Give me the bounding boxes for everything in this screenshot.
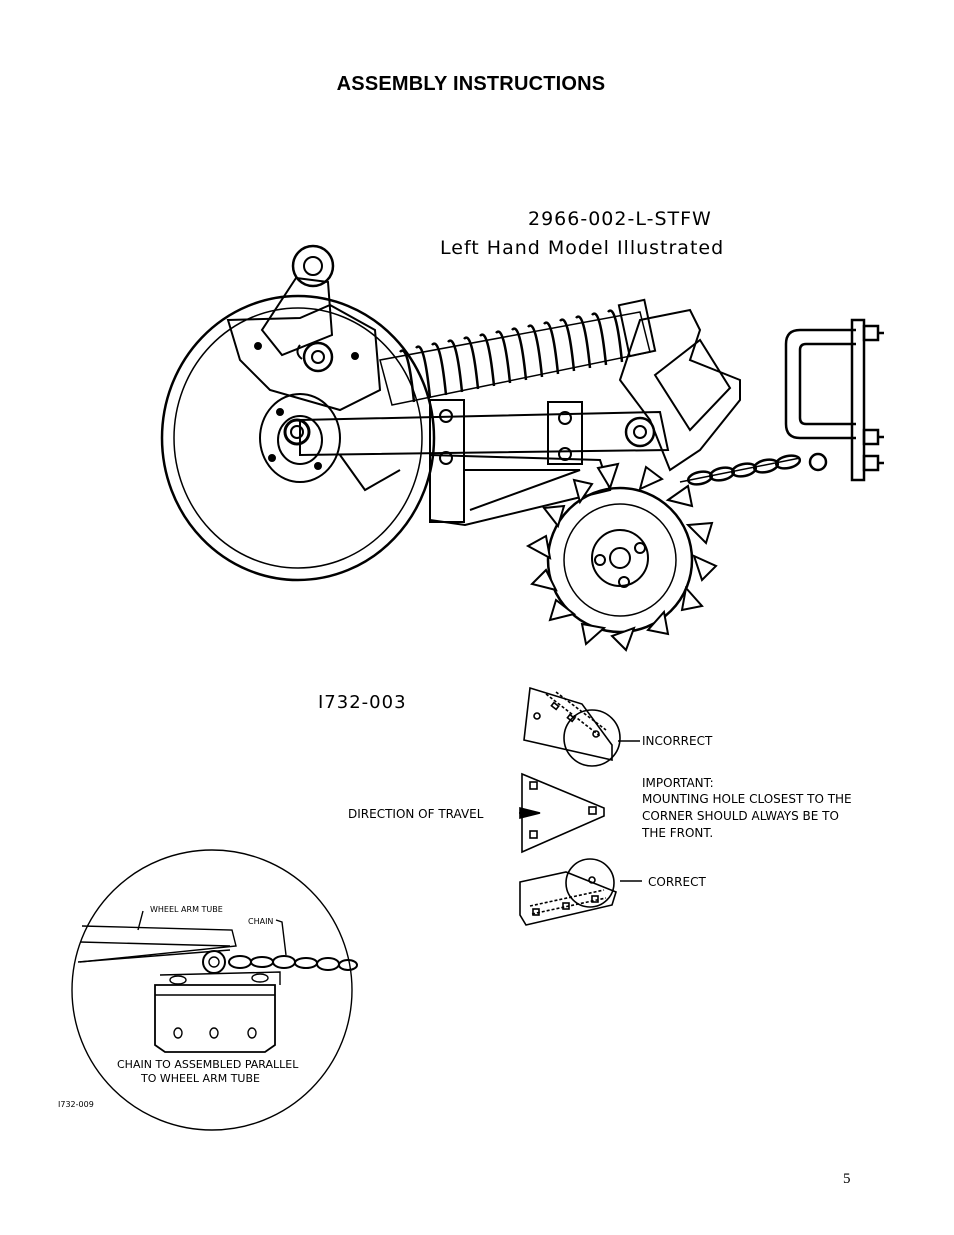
main-frame bbox=[299, 308, 741, 527]
important-line-1: MOUNTING HOLE CLOSEST TO THE bbox=[642, 792, 852, 806]
detail-note-line-2: TO WHEEL ARM TUBE bbox=[140, 1072, 260, 1085]
drawing-id-i732-009: I732-009 bbox=[58, 1100, 94, 1109]
u-bolt-mount bbox=[784, 318, 884, 482]
correct-label: CORRECT bbox=[648, 875, 706, 889]
correct-bracket bbox=[519, 858, 642, 926]
spiked-closing-wheel bbox=[525, 462, 718, 652]
figure-caption: Left Hand Model Illustrated bbox=[440, 237, 724, 259]
incorrect-label: INCORRECT bbox=[642, 734, 713, 748]
bracket-top-view bbox=[519, 772, 605, 854]
wheel-arm-tube-label: WHEEL ARM TUBE bbox=[150, 905, 223, 914]
incorrect-bracket bbox=[523, 686, 640, 767]
direction-of-travel-label: DIRECTION OF TRAVEL bbox=[348, 807, 484, 821]
page-number: 5 bbox=[843, 1171, 851, 1187]
important-line-3: THE FRONT. bbox=[641, 826, 713, 840]
part-number: 2966-002-L-STFW bbox=[528, 208, 712, 230]
chain-label: CHAIN bbox=[248, 917, 273, 926]
coil-spring bbox=[379, 298, 657, 406]
gauge-wheel bbox=[160, 294, 436, 582]
chain bbox=[679, 452, 828, 486]
drawing-id-i732-003: I732-003 bbox=[318, 692, 407, 713]
main-assembly-illustration: 2966-002-L-STFW Left Hand Model Illustra… bbox=[160, 208, 884, 652]
important-heading: IMPORTANT: bbox=[642, 776, 714, 790]
important-line-2: CORNER SHOULD ALWAYS BE TO bbox=[642, 809, 839, 823]
bracket-orientation-diagram: I732-003 INCORRECT DIRECTION OF TRAVEL I… bbox=[318, 686, 852, 926]
page-title: ASSEMBLY INSTRUCTIONS bbox=[336, 73, 606, 95]
upper-pivot-arm bbox=[226, 244, 382, 412]
detail-note-line-1: CHAIN TO ASSEMBLED PARALLEL bbox=[117, 1058, 299, 1071]
chain-detail-view: WHEEL ARM TUBE CHAIN CHAIN TO ASSEMBLED … bbox=[58, 849, 358, 1131]
